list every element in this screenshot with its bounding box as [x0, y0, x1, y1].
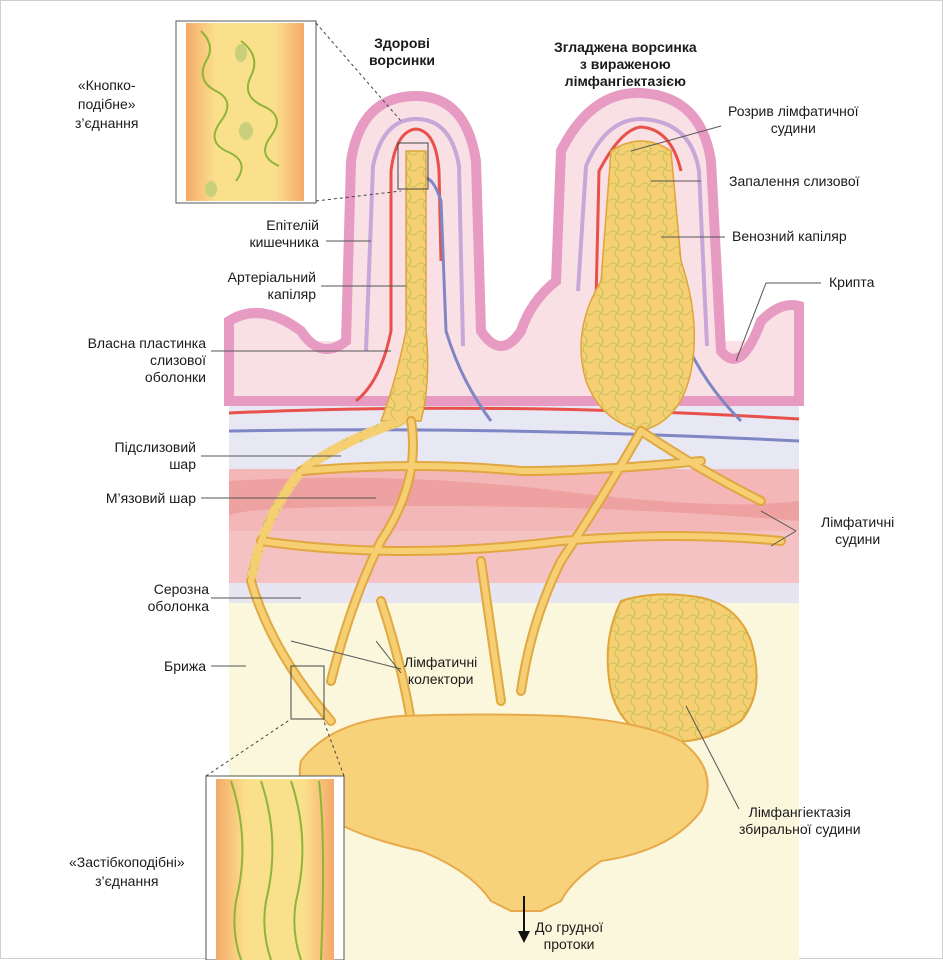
leader-lines: [201, 125, 821, 810]
label-mucosa-inflammation: Запалення слизової: [729, 173, 860, 190]
label-crypt-line1: Крипта: [829, 274, 875, 290]
label-arterial-capillary: Артеріальний капіляр: [201, 269, 316, 303]
label-to-thoracic-duct-line1: До грудної: [535, 919, 604, 935]
label-mesentery: Брижа: [121, 658, 206, 675]
zipper-junction-inset: [205, 775, 345, 960]
healthy-villi-title-line1: Здорові: [374, 35, 430, 51]
label-to-thoracic-duct: До грудної протоки: [535, 919, 603, 953]
label-muscle-layer-line1: М’язовий шар: [105, 490, 196, 506]
label-collector-lymphangiectasia-line2: збиральної судини: [739, 821, 861, 837]
label-lamina-propria: Власна пластинка слизової оболонки: [61, 335, 206, 386]
label-button-junction: «Кнопко- подібне» з’єднання: [75, 76, 138, 133]
label-mesentery-line1: Брижа: [164, 658, 206, 674]
label-to-thoracic-duct-line2: протоки: [543, 936, 595, 952]
label-lymph-rupture: Розрив лімфатичної судини: [728, 103, 859, 137]
collecting-sac: [298, 713, 709, 912]
label-muscle-layer: М’язовий шар: [71, 490, 196, 507]
label-lymph-collectors-line1: Лімфатичні: [404, 654, 478, 670]
muscle-band: [229, 477, 799, 521]
label-venous-capillary-line1: Венозний капіляр: [732, 228, 847, 244]
to-duct-arrowhead: [518, 931, 530, 943]
flattened-villus-title-line2: з вираженою: [579, 56, 671, 72]
healthy-villi-title: Здорові ворсинки: [369, 35, 435, 69]
button-junction-inset: [175, 20, 317, 204]
label-serosa-line2: оболонка: [147, 598, 209, 614]
label-lymph-collectors-line2: колектори: [407, 671, 474, 687]
label-button-junction-line3: з’єднання: [75, 115, 139, 131]
label-mucosa-inflammation-line1: Запалення слизової: [729, 173, 860, 189]
label-lamina-propria-line2: слизової: [150, 352, 206, 368]
label-lymph-rupture-line1: Розрив лімфатичної: [728, 103, 859, 119]
label-submucosa: Підслизовий шар: [91, 439, 196, 473]
label-submucosa-line1: Підслизовий: [114, 439, 196, 455]
label-collector-lymphangiectasia: Лімфангіектазія збиральної судини: [739, 804, 861, 838]
label-zipper-junction: «Застібкоподібні» з’єднання: [69, 853, 185, 891]
label-lymph-vessels: Лімфатичні судини: [821, 514, 894, 548]
label-epithelium: Епітелій кишечника: [231, 217, 319, 251]
zipper-inset-target: [290, 665, 325, 720]
label-button-junction-line1: «Кнопко-: [77, 77, 136, 93]
label-serosa-line1: Серозна: [153, 581, 209, 597]
artery-in-healthy-villus: [355, 127, 443, 403]
flattened-villus-title-line3: лімфангіектазією: [564, 73, 686, 89]
label-epithelium-line2: кишечника: [249, 234, 319, 250]
label-lymph-vessels-line2: судини: [835, 531, 881, 547]
label-serosa: Серозна оболонка: [101, 581, 209, 615]
label-submucosa-line2: шар: [169, 456, 196, 472]
label-collector-lymphangiectasia-line1: Лімфангіектазія: [748, 804, 851, 820]
label-arterial-capillary-line1: Артеріальний: [227, 269, 316, 285]
dilated-collector: [606, 593, 758, 743]
artery-horizontal: [228, 406, 800, 421]
label-lamina-propria-line3: оболонки: [144, 369, 206, 385]
label-zipper-junction-line2: з’єднання: [95, 873, 159, 889]
label-zipper-junction-line1: «Застібкоподібні»: [69, 854, 185, 870]
label-lymph-rupture-line2: судини: [770, 120, 816, 136]
button-inset-pointer: [315, 22, 402, 202]
label-epithelium-line1: Епітелій: [266, 217, 319, 233]
serosa-layer: [229, 581, 799, 603]
button-inset-target: [397, 142, 429, 190]
label-lamina-propria-line1: Власна пластинка: [87, 335, 206, 351]
epithelium-inner-line: [364, 116, 465, 352]
label-venous-capillary: Венозний капіляр: [732, 228, 847, 245]
healthy-villi-title-line2: ворсинки: [369, 52, 435, 68]
label-crypt: Крипта: [829, 274, 874, 291]
label-lymph-vessels-line1: Лімфатичні: [821, 514, 895, 530]
vein-horizontal: [228, 428, 800, 443]
label-button-junction-line2: подібне»: [77, 96, 136, 112]
dilated-lacteal: [580, 140, 696, 432]
flattened-villus-inner: [576, 116, 709, 347]
healthy-lacteal: [379, 150, 429, 422]
flattened-villus-title-line1: Згладжена ворсинка: [554, 39, 697, 55]
flattened-villus-title: Згладжена ворсинка з вираженою лімфангіе…: [554, 39, 697, 90]
label-arterial-capillary-line2: капіляр: [267, 286, 316, 302]
label-lymph-collectors: Лімфатичні колектори: [404, 654, 477, 688]
zipper-inset-pointer: [205, 718, 345, 777]
lymph-network-fill: [248, 418, 784, 724]
